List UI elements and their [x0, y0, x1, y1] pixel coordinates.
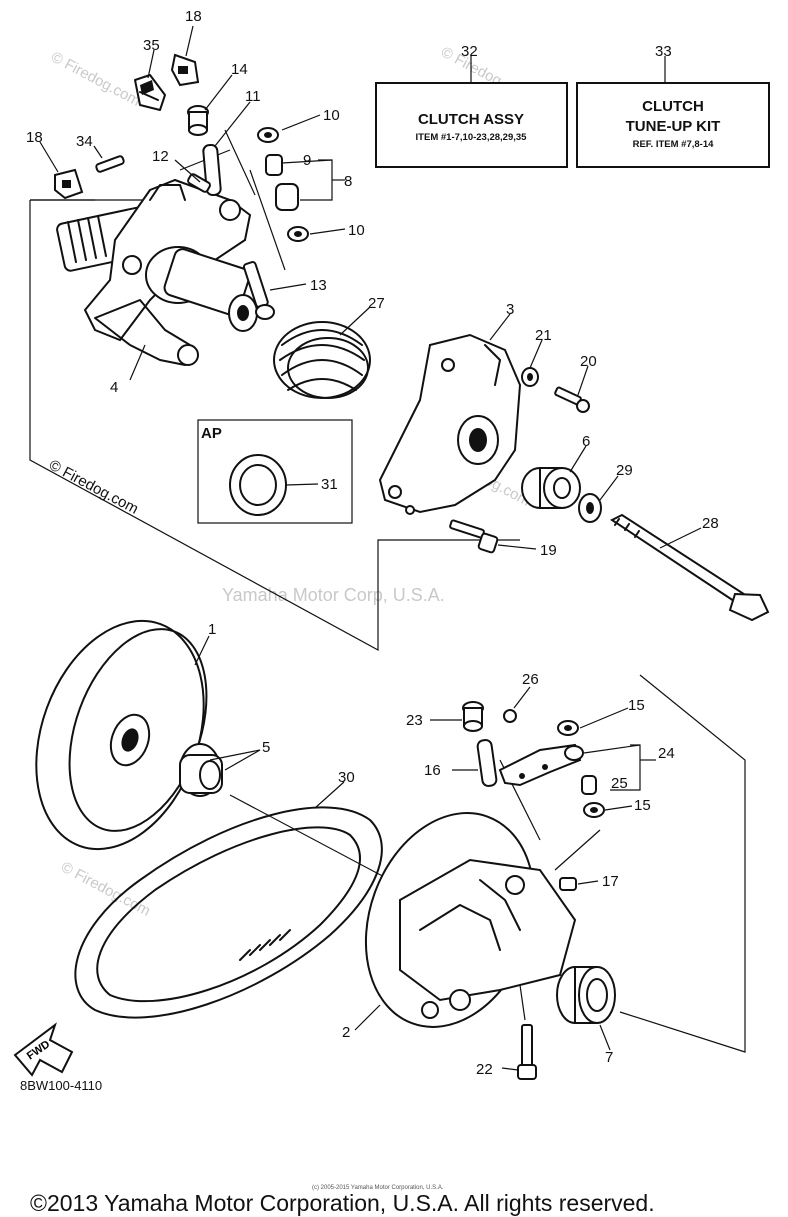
callout-8: 8 [344, 173, 352, 190]
part-3-cover[interactable] [378, 333, 522, 515]
part-17-plug[interactable] [559, 877, 577, 891]
callout-2: 2 [342, 1024, 350, 1041]
part-15-washer-bottom[interactable] [583, 802, 605, 818]
callout-3: 3 [506, 301, 514, 318]
part-21-nut[interactable] [521, 367, 539, 387]
callout-15-bottom: 15 [634, 797, 651, 814]
callout-17: 17 [602, 873, 619, 890]
callout-1: 1 [208, 621, 216, 638]
callout-33: 33 [655, 43, 672, 60]
callout-4: 4 [110, 379, 118, 396]
part-20-screw[interactable] [554, 386, 590, 413]
tuneup-kit-title-line1: CLUTCH [642, 98, 704, 115]
copyright-footer: ©2013 Yamaha Motor Corporation, U.S.A. A… [30, 1190, 655, 1216]
callout-14: 14 [231, 61, 248, 78]
part-6-bushing[interactable] [521, 467, 581, 509]
part-13-bolt[interactable] [242, 261, 275, 320]
part-34-pin[interactable] [95, 155, 125, 173]
callout-5: 5 [262, 739, 270, 756]
part-24-arm[interactable] [498, 743, 584, 787]
callout-35: 35 [143, 37, 160, 54]
callout-6: 6 [582, 433, 590, 450]
part-16-shaft[interactable] [476, 739, 498, 787]
callout-23: 23 [406, 712, 423, 729]
part-12-bolt[interactable] [187, 173, 211, 193]
callout-11: 11 [245, 88, 261, 105]
callout-32: 32 [461, 43, 478, 60]
clutch-assy-box[interactable]: CLUTCH ASSY ITEM #1-7,10-23,28,29,35 [375, 82, 568, 168]
part-18-weight-left[interactable] [54, 168, 84, 200]
callout-25: 25 [611, 775, 628, 792]
callout-22: 22 [476, 1061, 493, 1078]
callout-18-left: 18 [26, 129, 43, 146]
part-1-sheave[interactable] [6, 597, 233, 872]
callout-18-top: 18 [185, 8, 202, 25]
part-22-bolt[interactable] [517, 1024, 537, 1080]
callout-26: 26 [522, 671, 539, 688]
callout-10-bottom: 10 [348, 222, 365, 239]
callout-24: 24 [658, 745, 675, 762]
part-2-moveable-sheave[interactable] [337, 789, 577, 1050]
callout-31: 31 [321, 476, 338, 493]
part-29-washer[interactable] [578, 493, 602, 523]
leader-lines [39, 25, 702, 1071]
fwd-arrow: FWD [13, 1022, 74, 1077]
part-5-bushing[interactable] [179, 743, 223, 797]
part-28-long-bolt[interactable] [610, 513, 770, 622]
part-31-seal[interactable] [229, 454, 287, 516]
callout-34: 34 [76, 133, 93, 150]
clutch-assy-title: CLUTCH ASSY [418, 111, 524, 128]
ap-box: AP [197, 419, 353, 524]
callout-13: 13 [310, 277, 327, 294]
part-35-clip[interactable] [134, 74, 166, 111]
callout-7: 7 [605, 1049, 613, 1066]
watermark-firedog-dark: © Firedog.com [46, 457, 141, 518]
callout-28: 28 [702, 515, 719, 532]
part-9-roller-small[interactable] [265, 154, 283, 176]
callout-15-top: 15 [628, 697, 645, 714]
part-15-washer-top[interactable] [557, 720, 579, 736]
part-4-fixed-sheave-hub[interactable] [56, 178, 258, 366]
part-10-washer-bottom[interactable] [287, 226, 309, 242]
callout-12: 12 [152, 148, 169, 165]
tiny-copyright: (c) 2005-2015 Yamaha Motor Corporation, … [312, 1185, 444, 1191]
watermark-firedog-1: © Firedog.com [48, 49, 143, 110]
part-14-cap[interactable] [187, 105, 209, 136]
callout-21: 21 [535, 327, 552, 344]
tuneup-kit-sub: REF. ITEM #7,8-14 [633, 139, 714, 150]
part-30-belt[interactable] [74, 806, 383, 1019]
part-18-weight-top[interactable] [170, 53, 200, 87]
callout-19: 19 [540, 542, 557, 559]
assembly-outline-lower [229, 674, 746, 1053]
part-9-roller-large[interactable] [275, 183, 299, 211]
callout-27: 27 [368, 295, 385, 312]
callout-29: 29 [616, 462, 633, 479]
callout-20: 20 [580, 353, 597, 370]
tuneup-kit-box[interactable]: CLUTCH TUNE-UP KIT REF. ITEM #7,8-14 [576, 82, 770, 168]
part-26-pin[interactable] [503, 709, 517, 723]
callout-10-top: 10 [323, 107, 340, 124]
callout-9: 9 [303, 152, 311, 169]
watermark-yamaha: Yamaha Motor Corp, U.S.A. [222, 585, 445, 605]
part-10-washer-top[interactable] [257, 127, 279, 143]
part-25-roller[interactable] [581, 775, 597, 795]
part-23-cap[interactable] [462, 701, 484, 732]
callout-16: 16 [424, 762, 441, 779]
callout-numbers: 18 35 14 11 10 9 8 10 12 13 18 34 27 3 2… [26, 8, 719, 1078]
clutch-assy-sub: ITEM #1-7,10-23,28,29,35 [416, 132, 528, 143]
callout-30: 30 [338, 769, 355, 786]
part-7-bushing[interactable] [556, 966, 616, 1024]
ap-label: AP [201, 425, 222, 442]
tuneup-kit-title-line2: TUNE-UP KIT [626, 118, 721, 135]
part-27-spring[interactable] [273, 321, 371, 399]
diagram-ref-code: 8BW100-4110 [20, 1078, 103, 1093]
part-19-screw[interactable] [449, 519, 499, 554]
